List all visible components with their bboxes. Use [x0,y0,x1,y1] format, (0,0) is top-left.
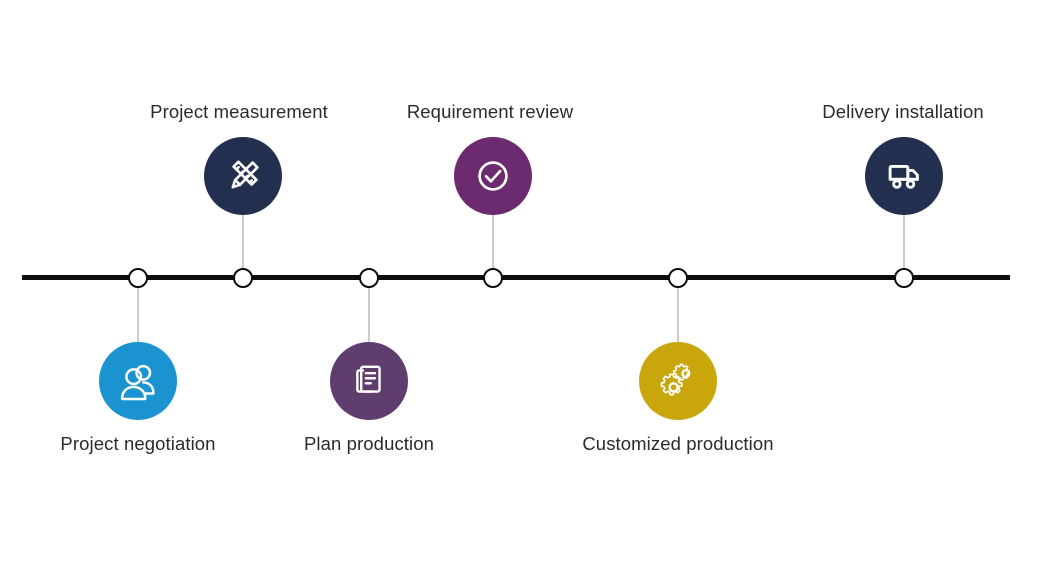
caption-step-3: Plan production [303,433,435,454]
caption-step-4: Requirement review [406,101,574,122]
timeline-axis [22,275,1010,280]
axis-node-step-2[interactable] [233,268,253,288]
caption-step-2: Project measurement [150,101,328,122]
gears-icon[interactable] [639,342,717,420]
stem-step-4 [492,215,494,270]
axis-node-step-6[interactable] [894,268,914,288]
documents-icon[interactable] [330,342,408,420]
check-circle-icon[interactable] [454,137,532,215]
axis-node-step-3[interactable] [359,268,379,288]
axis-node-step-1[interactable] [128,268,148,288]
pencil-ruler-icon[interactable] [204,137,282,215]
stem-step-3 [368,288,370,343]
axis-node-step-5[interactable] [668,268,688,288]
stem-step-6 [903,215,905,270]
users-icon[interactable] [99,342,177,420]
delivery-truck-icon[interactable] [865,137,943,215]
caption-step-1: Project negotiation [60,433,216,454]
caption-step-5: Customized production [582,433,774,454]
stem-step-1 [137,288,139,343]
caption-step-6: Delivery installation [822,101,984,122]
axis-node-step-4[interactable] [483,268,503,288]
stem-step-5 [677,288,679,343]
stem-step-2 [242,215,244,270]
